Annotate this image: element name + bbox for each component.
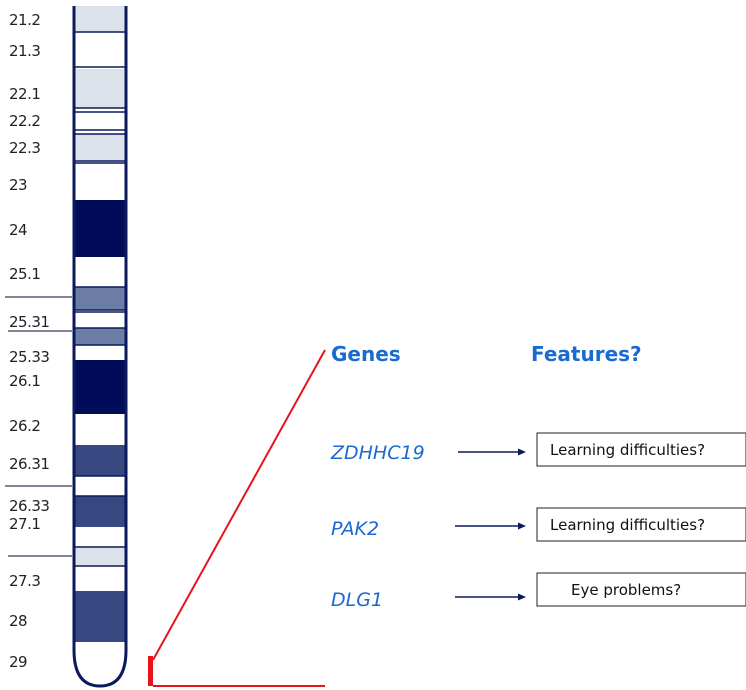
gene-name: DLG1 — [331, 589, 383, 611]
deletion-bar — [148, 656, 153, 686]
band-label: 26.2 — [9, 417, 40, 435]
band-27-3 — [74, 566, 126, 591]
band-27-2 — [74, 547, 126, 566]
band-label: 23 — [9, 176, 27, 194]
band-label: 29 — [9, 653, 27, 671]
band-26-32 — [74, 476, 126, 496]
band-label: 22.1 — [9, 85, 40, 103]
band-26-33 — [74, 496, 126, 527]
zoom-line-top — [152, 349, 326, 661]
feature-box — [536, 507, 746, 542]
gene-row: PAK2 Learning difficulties? — [331, 507, 746, 542]
feature-text: Learning difficulties? — [550, 441, 705, 459]
band-25-31 — [74, 312, 126, 328]
band-label: 25.33 — [9, 348, 49, 366]
gene-name: ZDHHC19 — [330, 442, 425, 464]
band-25-1 — [74, 257, 126, 287]
band-26-1 — [74, 360, 126, 414]
band-29 — [74, 642, 126, 686]
band-label: 27.3 — [9, 572, 40, 590]
band-25-32 — [74, 328, 126, 345]
band-label: 26.1 — [9, 372, 40, 390]
band-label: 25.1 — [9, 265, 40, 283]
features-header: Features? — [531, 342, 642, 366]
gene-row: ZDHHC19 Learning difficulties? — [330, 432, 746, 467]
chromosome-outline — [72, 6, 128, 688]
band-label: 26.33 — [9, 497, 49, 515]
band-23 — [74, 163, 126, 200]
band-label: 27.1 — [9, 515, 40, 533]
band-28 — [74, 591, 126, 642]
band-label: 22.2 — [9, 112, 40, 130]
band-25-33 — [74, 345, 126, 360]
band-labels: 21.2 21.3 22.1 22.2 22.3 23 24 25.1 25.3… — [9, 11, 50, 671]
feature-text: Eye problems? — [571, 581, 681, 599]
feature-box — [536, 432, 746, 467]
band-label: 21.3 — [9, 42, 40, 60]
chromosome-ideogram — [74, 6, 126, 686]
feature-text: Learning difficulties? — [550, 516, 705, 534]
band-22-1 — [74, 69, 126, 108]
band-26-31 — [74, 445, 126, 476]
band-26-2 — [74, 414, 126, 445]
feature-box — [536, 572, 746, 607]
band-24 — [74, 200, 126, 257]
deletion-marker — [148, 349, 326, 687]
band-22-3 — [74, 134, 126, 161]
band-label: 25.31 — [9, 313, 49, 331]
band-21-2 — [74, 6, 126, 32]
band-25-2 — [74, 287, 126, 310]
arrow-head-icon — [518, 593, 526, 601]
band-label: 21.2 — [9, 11, 40, 29]
arrow-head-icon — [518, 522, 526, 530]
band-21-3 — [74, 34, 126, 67]
band-label: 24 — [9, 221, 27, 239]
gene-row: DLG1 Eye problems? — [331, 572, 746, 611]
band-label: 22.3 — [9, 139, 40, 157]
band-22-2 — [74, 112, 126, 130]
band-label: 28 — [9, 612, 27, 630]
genes-header: Genes — [331, 342, 401, 366]
arrow-head-icon — [518, 448, 526, 456]
band-label: 26.31 — [9, 455, 49, 473]
band-27-1 — [74, 527, 126, 547]
gene-name: PAK2 — [331, 518, 379, 540]
